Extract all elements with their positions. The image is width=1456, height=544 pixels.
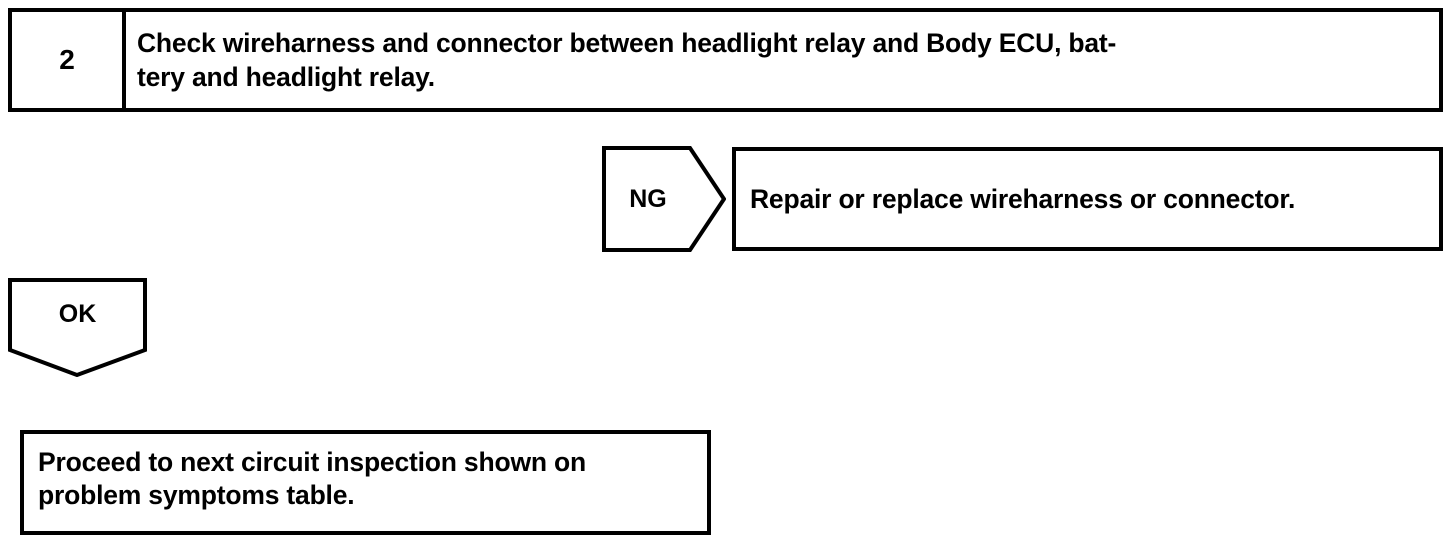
ng-label: NG (629, 184, 667, 213)
ok-branch-arrow: OK (8, 278, 147, 377)
ok-label: OK (58, 299, 97, 328)
ok-arrow-shape (8, 278, 147, 377)
step-number: 2 (59, 44, 75, 75)
ok-result-text: Proceed to next circuit inspection shown… (38, 447, 586, 510)
ng-result-text: Repair or replace wireharness or connect… (750, 184, 1296, 214)
step-instruction-cell: Check wireharness and connector between … (126, 12, 1439, 108)
ok-result-box: Proceed to next circuit inspection shown… (20, 430, 711, 535)
step-instruction-text: Check wireharness and connector between … (137, 28, 1117, 92)
step-number-cell: 2 (12, 12, 126, 108)
ng-branch-arrow: NG (602, 146, 726, 252)
ng-result-box: Repair or replace wireharness or connect… (732, 147, 1443, 251)
step-row: 2 Check wireharness and connector betwee… (8, 8, 1443, 112)
ng-arrow-shape (602, 146, 726, 252)
